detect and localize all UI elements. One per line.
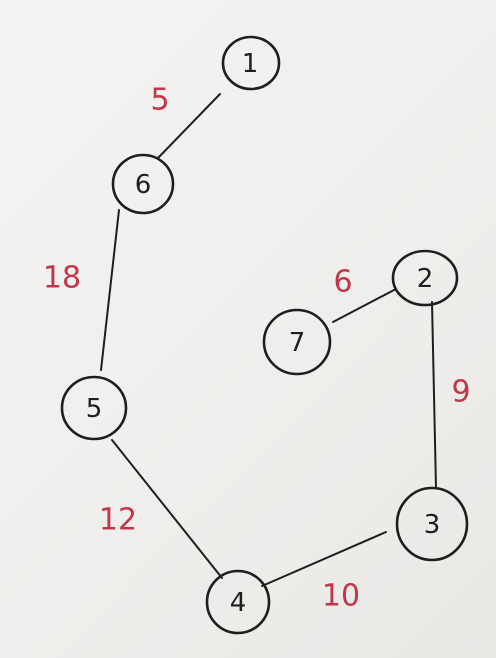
node-1: 1 — [221, 35, 281, 91]
edge-3-2 — [431, 301, 437, 489]
edge-1-6 — [157, 93, 221, 159]
node-3: 3 — [395, 486, 469, 562]
weight-2-7: 6 — [333, 265, 352, 300]
edge-6-5 — [100, 209, 120, 371]
weight-5-4: 12 — [99, 503, 137, 538]
weight-1-6: 5 — [150, 83, 169, 118]
node-4: 4 — [205, 569, 271, 635]
node-5-label: 5 — [86, 394, 103, 424]
weight-3-2: 9 — [451, 375, 470, 410]
edge-5-4 — [111, 439, 223, 579]
node-3-label: 3 — [424, 510, 441, 540]
edge-4-3 — [261, 531, 387, 587]
node-2: 2 — [391, 249, 459, 307]
node-2-label: 2 — [417, 264, 434, 294]
node-7-label: 7 — [289, 328, 306, 358]
node-6: 6 — [111, 153, 175, 215]
node-1-label: 1 — [242, 49, 259, 79]
node-7: 7 — [262, 308, 332, 376]
node-6-label: 6 — [135, 170, 152, 200]
weight-6-5: 18 — [43, 261, 81, 296]
node-5: 5 — [60, 375, 128, 441]
weight-4-3: 10 — [322, 579, 360, 614]
edge-2-7 — [332, 289, 395, 323]
node-4-label: 4 — [230, 588, 247, 618]
